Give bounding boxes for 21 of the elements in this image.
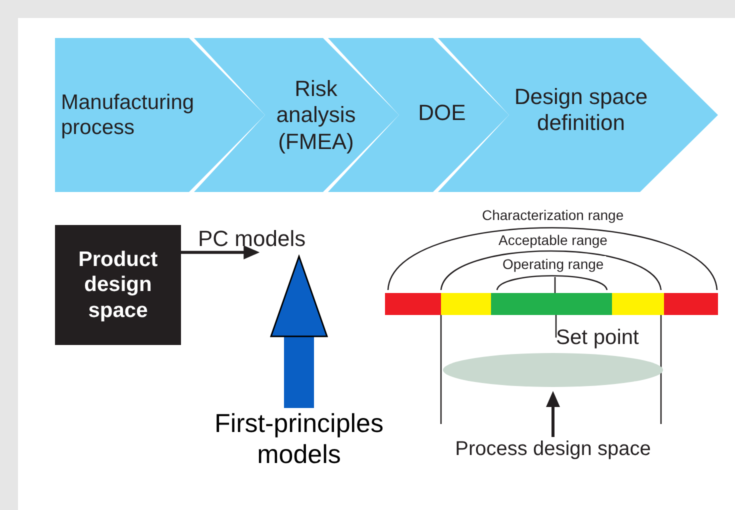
text-label: First-principles models — [188, 408, 410, 470]
leader-line — [555, 315, 557, 338]
arrow — [546, 391, 560, 437]
process-step-banner — [55, 38, 265, 192]
text-label: PC models — [198, 226, 346, 252]
text-label: Set point — [556, 325, 661, 350]
design-space-ellipse — [443, 353, 663, 387]
box-label: Product design space — [77, 247, 159, 323]
range-label: Operating range — [500, 256, 606, 272]
dark-box — [55, 225, 181, 345]
block-arrow — [270, 256, 328, 408]
step-label: DOE — [417, 100, 467, 126]
step-label: Manufacturing process — [61, 90, 196, 140]
step-label: Risk analysis (FMEA) — [275, 76, 357, 156]
range-bar — [385, 293, 718, 315]
text-label: Process design space — [428, 437, 678, 461]
process-step-banner — [194, 38, 399, 192]
range-label: Acceptable range — [496, 232, 610, 248]
arrow — [181, 245, 260, 260]
range-label: Characterization range — [480, 207, 626, 223]
step-label: Design space definition — [513, 84, 649, 137]
